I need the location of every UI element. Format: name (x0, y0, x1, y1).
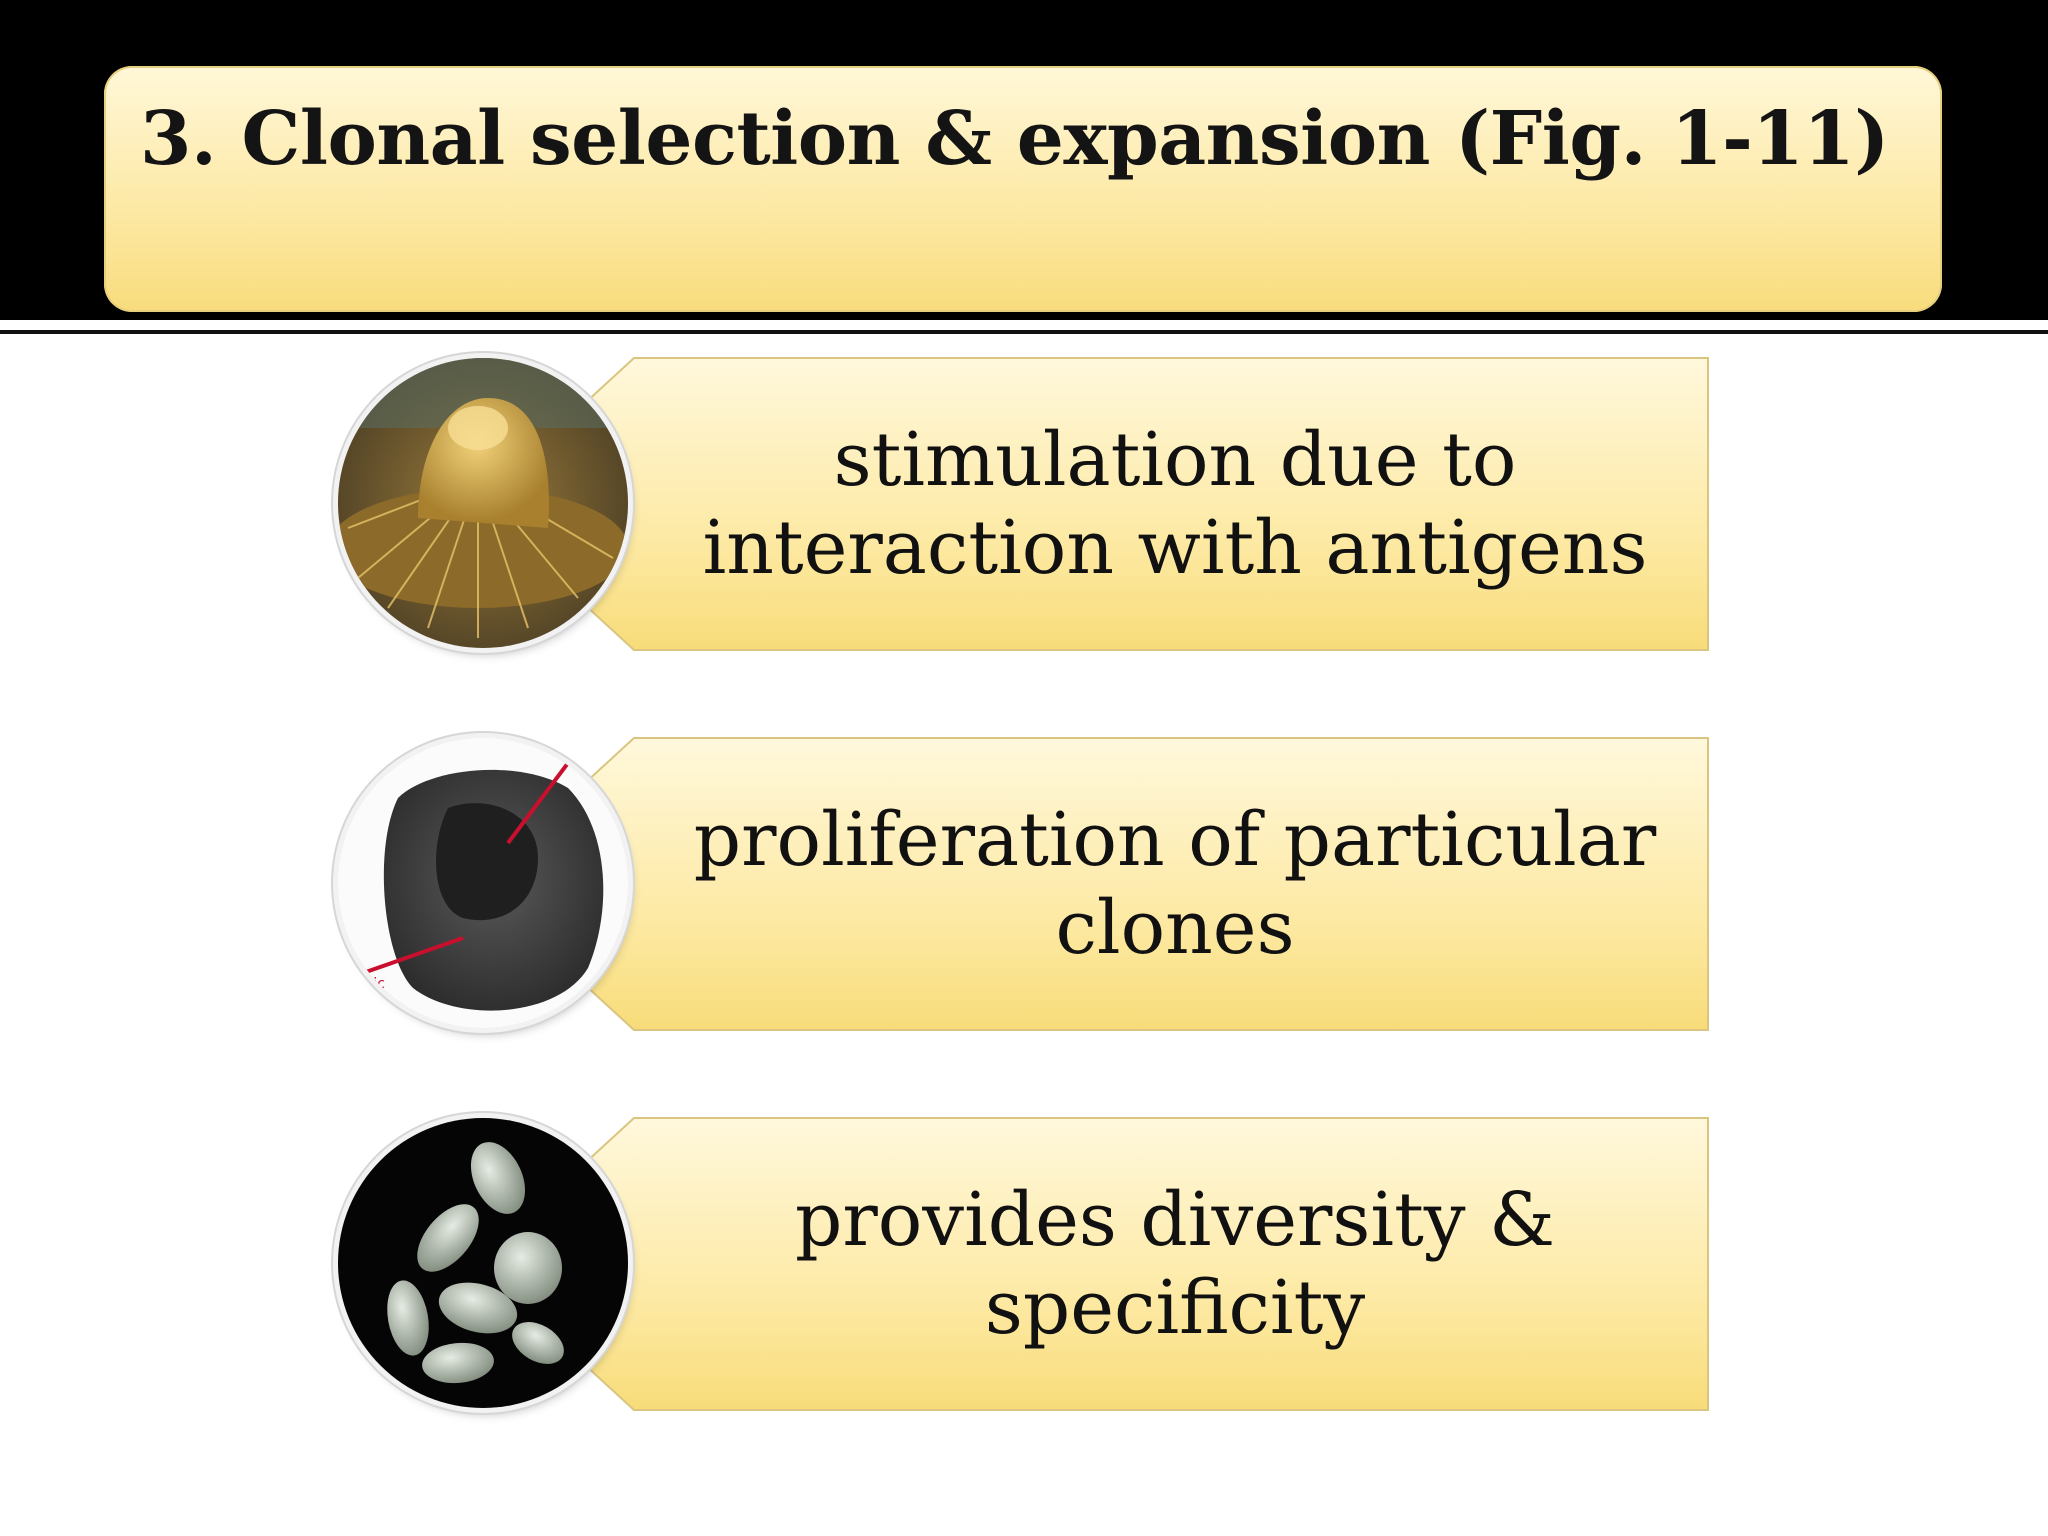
svg-text:lasmic: lasmic (340, 976, 385, 992)
list-item: gh lasmic proliferation of particular cl… (0, 737, 2048, 1038)
header-divider (0, 330, 2048, 334)
cells-sem-photo (338, 1118, 628, 1408)
plasma-cell-micrograph-photo: gh lasmic (338, 738, 628, 1028)
list-item: provides diversity & specificity (0, 1117, 2048, 1418)
list-item: stimulation due to interaction with anti… (0, 357, 2048, 658)
item-label: provides diversity & specificity (794, 1177, 1556, 1351)
item-label: proliferation of particular clones (693, 797, 1657, 971)
slide-title: 3. Clonal selection & expansion (Fig. 1-… (140, 96, 1889, 182)
lymphocyte-micrograph-photo (338, 358, 628, 648)
svg-text:gh: gh (340, 951, 358, 967)
title-box: 3. Clonal selection & expansion (Fig. 1-… (104, 66, 1942, 312)
item-label: stimulation due to interaction with anti… (702, 417, 1648, 591)
